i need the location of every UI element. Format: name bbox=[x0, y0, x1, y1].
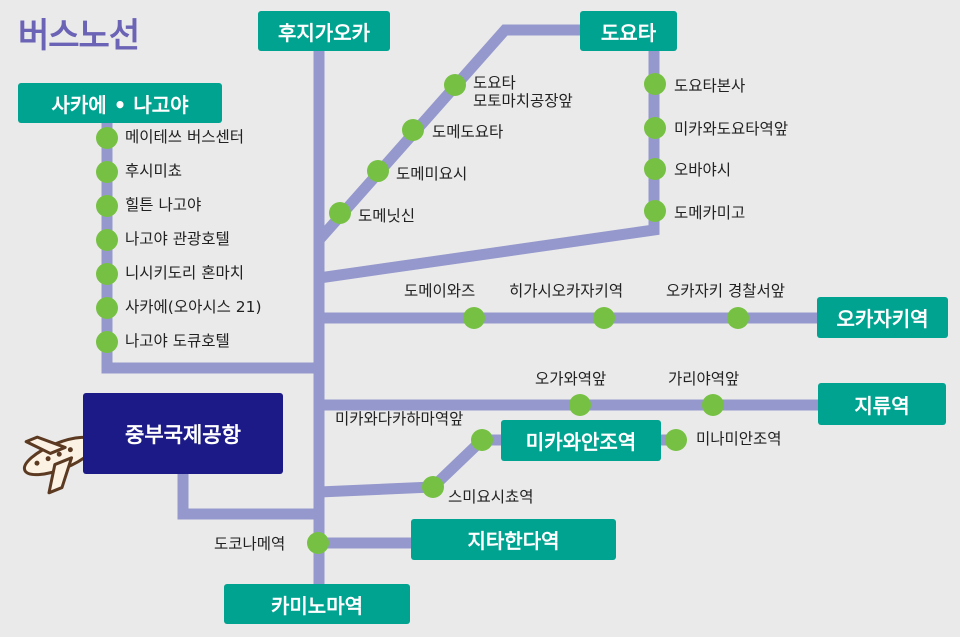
stop-toyota-motomachi-line2: 모토마치공장앞 bbox=[473, 92, 573, 110]
stop-minami-anjo: 미나미안조역 bbox=[696, 430, 782, 448]
stop-dot bbox=[665, 429, 687, 451]
stop-dot bbox=[422, 476, 444, 498]
route-airport bbox=[177, 468, 319, 520]
terminal-sakae-nagoya[interactable]: 사카에 • 나고야 bbox=[18, 83, 222, 123]
terminal-toyota[interactable]: 도요타 bbox=[580, 11, 677, 51]
stop-mikawa-toyota: 미카와도요타역앞 bbox=[674, 120, 789, 138]
stop-dot bbox=[96, 297, 118, 319]
stop-dot bbox=[96, 229, 118, 251]
stop-dot bbox=[307, 532, 329, 554]
stop-tokyu-hotel: 나고야 도큐호텔 bbox=[125, 332, 230, 350]
stop-tomei-miyoshi: 도메미요시 bbox=[396, 165, 468, 183]
stop-kanko-hotel: 나고야 관광호텔 bbox=[125, 230, 230, 248]
stop-dot bbox=[96, 161, 118, 183]
hub-chubu-airport[interactable]: 중부국제공항 bbox=[83, 393, 283, 474]
stop-toyota-motomachi: 도요타 모토마치공장앞 bbox=[473, 74, 573, 110]
stop-dot bbox=[96, 195, 118, 217]
stop-obayashi: 오바야시 bbox=[674, 161, 732, 179]
stop-kariya: 가리야역앞 bbox=[668, 370, 740, 388]
stop-toyota-honsha: 도요타본사 bbox=[674, 77, 746, 95]
stop-tomei-iwazu: 도메이와즈 bbox=[404, 282, 476, 300]
stop-nishiki-honmachi: 니시키도리 혼마치 bbox=[125, 264, 245, 282]
terminal-mikawa-anjo[interactable]: 미카와안조역 bbox=[501, 420, 661, 461]
stop-sakae-oasis21: 사카에(오아시스 21) bbox=[125, 298, 262, 316]
stop-tokoname: 도코나메역 bbox=[214, 535, 286, 553]
stop-dot bbox=[444, 74, 466, 96]
stop-dot bbox=[471, 429, 493, 451]
stop-toyota-motomachi-line1: 도요타 bbox=[473, 74, 516, 92]
stop-higashi-okazaki: 히가시오카자키역 bbox=[509, 282, 624, 300]
stop-dot bbox=[702, 394, 724, 416]
stop-dot bbox=[463, 307, 485, 329]
stop-hilton-nagoya: 힐튼 나고야 bbox=[125, 196, 202, 214]
terminal-kamino[interactable]: 카미노마역 bbox=[224, 584, 410, 624]
stop-tomei-kamigo: 도메카미고 bbox=[674, 204, 746, 222]
stop-tomei-nisshin: 도메닛신 bbox=[358, 207, 416, 225]
stop-dot bbox=[569, 394, 591, 416]
stop-fushimi: 후시미쵸 bbox=[125, 162, 183, 180]
stop-dot bbox=[96, 263, 118, 285]
stop-ogawa: 오가와역앞 bbox=[535, 370, 607, 388]
stop-dot bbox=[644, 200, 666, 222]
stop-dot bbox=[96, 127, 118, 149]
stop-okazaki-police: 오카자키 경찰서앞 bbox=[666, 282, 786, 300]
stop-dot bbox=[593, 307, 615, 329]
stop-dot bbox=[644, 117, 666, 139]
stop-meitetsu-bus-center: 메이테쓰 버스센터 bbox=[125, 128, 245, 146]
stop-dot bbox=[644, 158, 666, 180]
stop-dot bbox=[329, 202, 351, 224]
map-title: 버스노선 bbox=[18, 16, 140, 56]
route-sakae bbox=[101, 100, 319, 374]
stop-dot bbox=[727, 307, 749, 329]
stop-dot bbox=[367, 160, 389, 182]
terminal-chiryu[interactable]: 지류역 bbox=[818, 383, 946, 425]
terminal-okazaki[interactable]: 오카자키역 bbox=[817, 297, 948, 338]
route-toyota-honsha bbox=[318, 40, 660, 284]
stop-dot bbox=[644, 73, 666, 95]
terminal-chitahanda[interactable]: 지타한다역 bbox=[411, 519, 616, 560]
stop-sumiyoshi: 스미요시쵸역 bbox=[448, 488, 534, 506]
stop-dot bbox=[402, 119, 424, 141]
stop-tomei-toyota: 도메도요타 bbox=[432, 123, 504, 141]
stop-dots bbox=[96, 73, 749, 554]
stop-dot bbox=[96, 331, 118, 353]
stop-mikawa-takahama: 미카와다카하마역앞 bbox=[335, 410, 464, 428]
terminal-fujigaoka[interactable]: 후지가오카 bbox=[258, 11, 390, 51]
